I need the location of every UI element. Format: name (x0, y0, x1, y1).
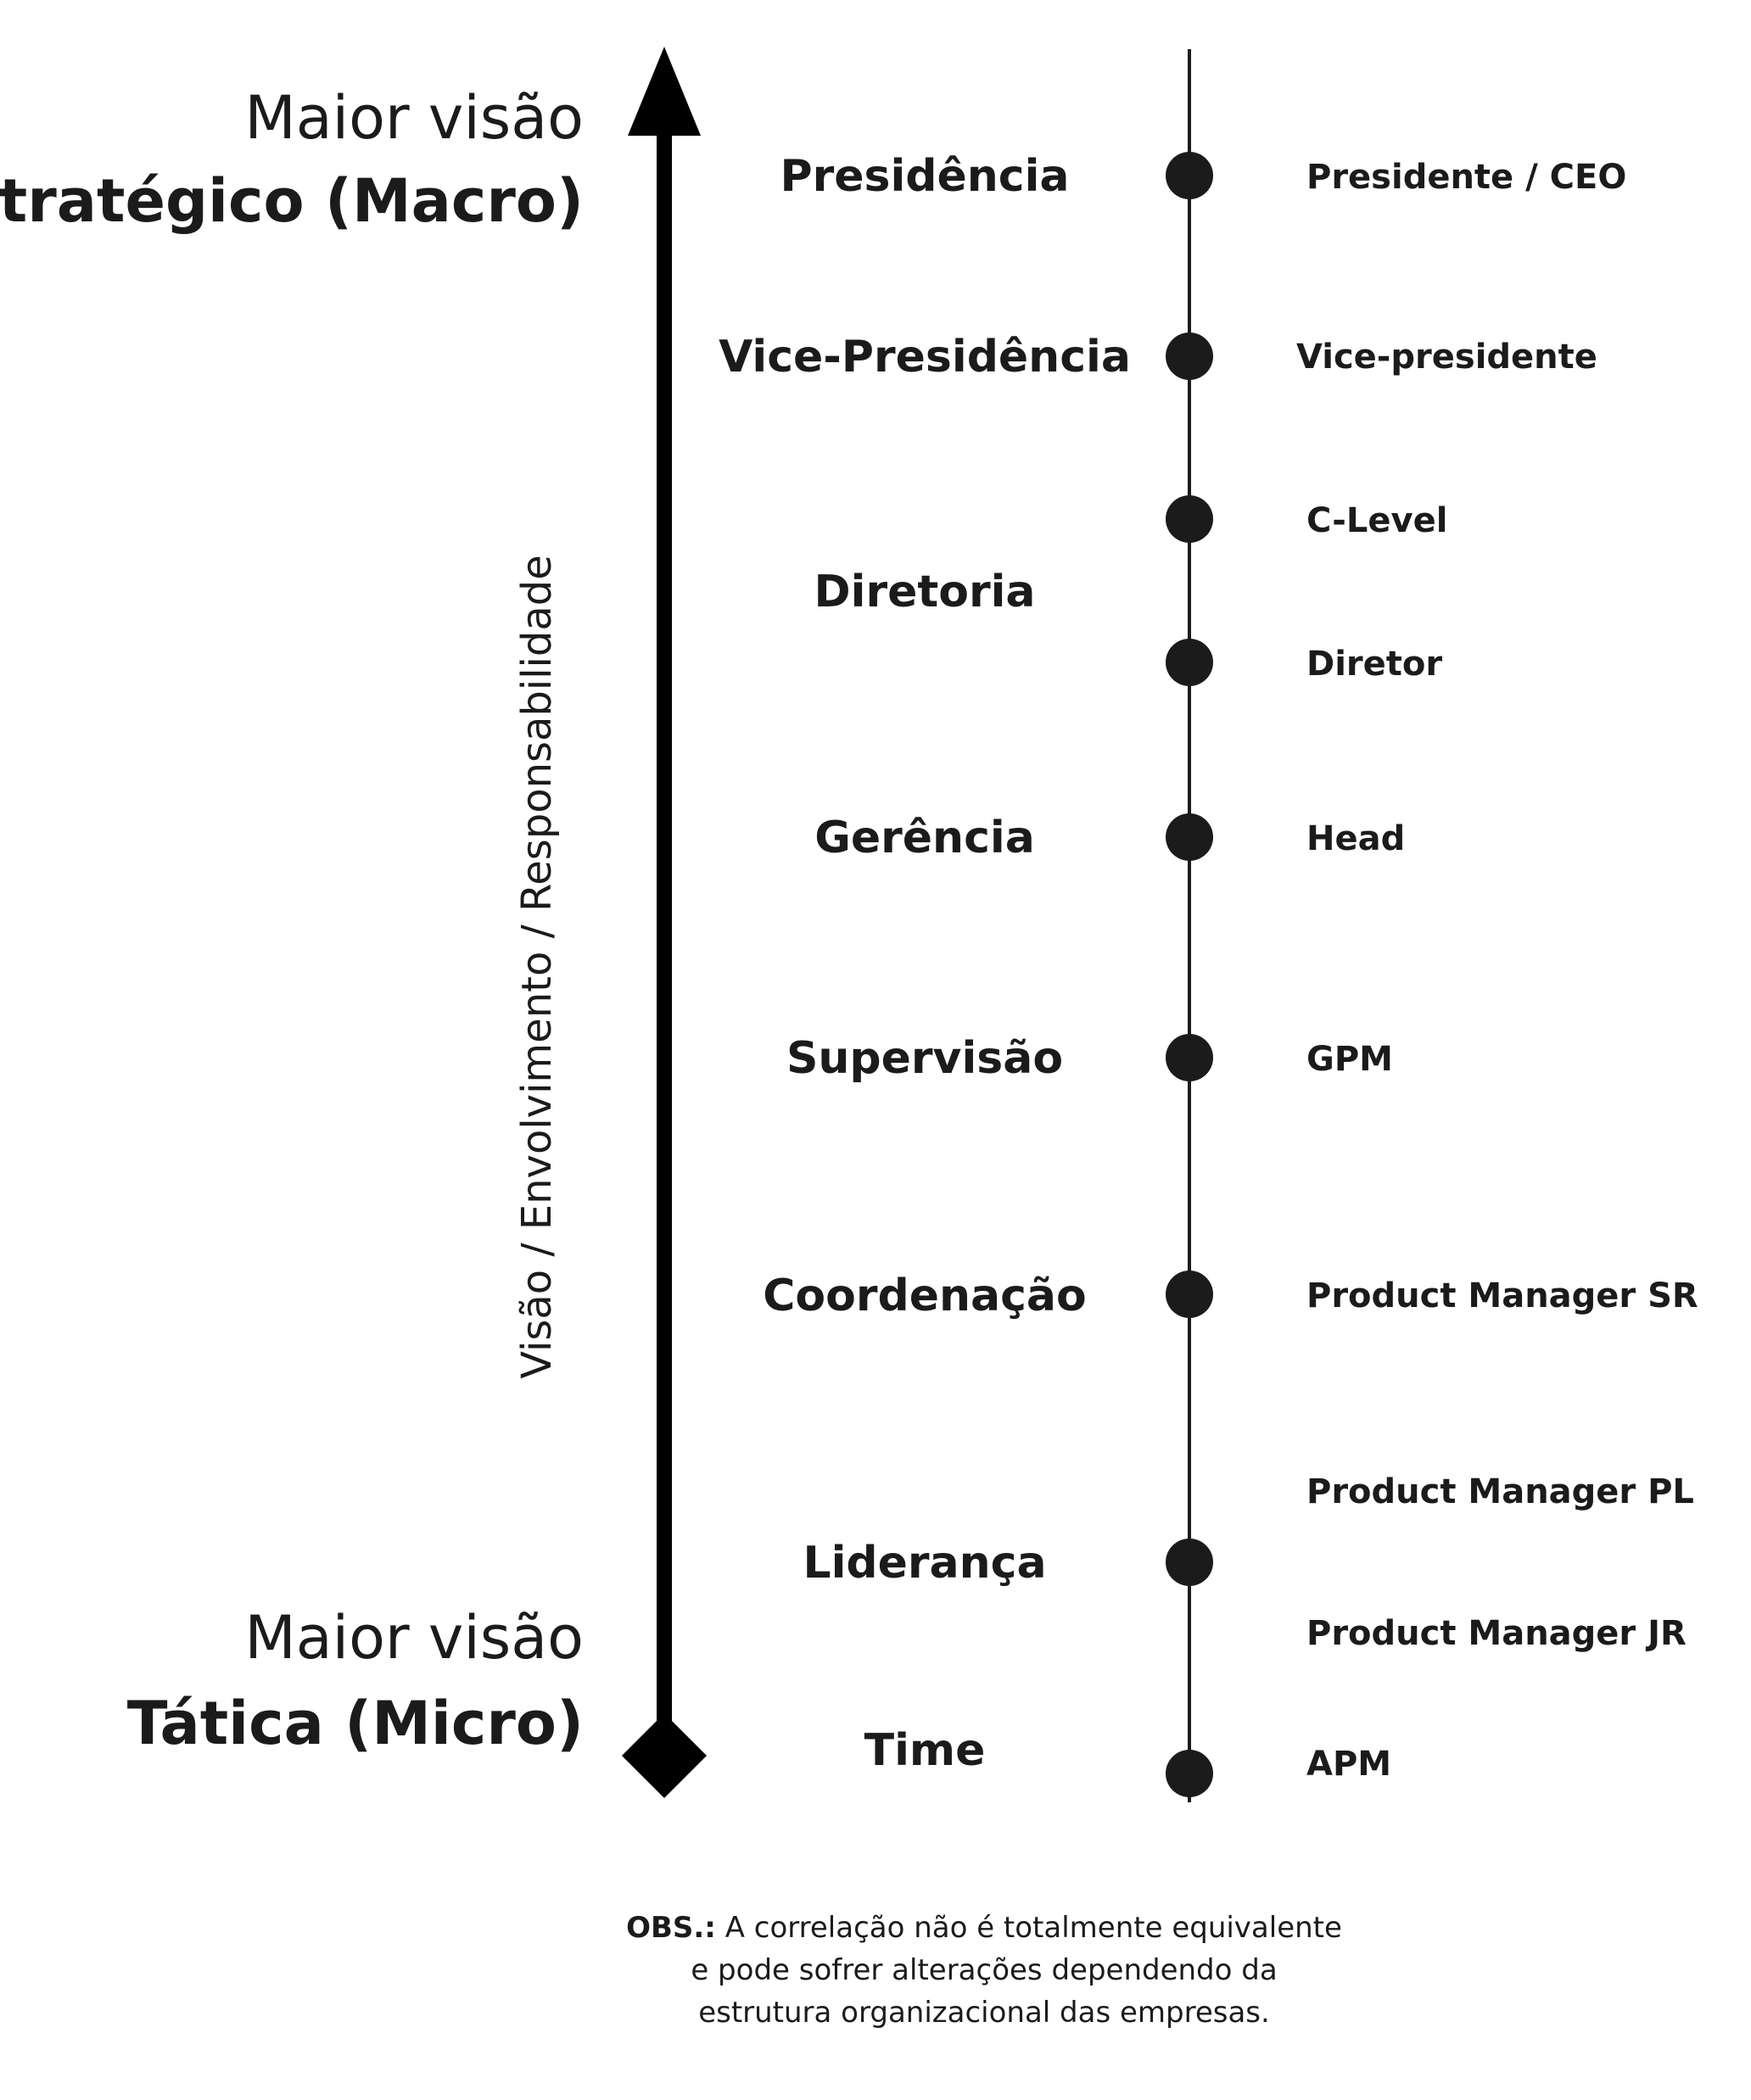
role-apm: APM (1306, 1745, 1392, 1784)
role-head: Head (1306, 819, 1406, 858)
footnote-line3: estrutura organizacional das empresas. (698, 1996, 1270, 2030)
role-diretor: Diretor (1306, 645, 1443, 684)
level-presidencia: Presidência (780, 151, 1070, 202)
level-supervisao: Supervisão (786, 1033, 1064, 1084)
axis-arrowhead-up (628, 47, 701, 136)
top-side-line1: Maior visão (244, 83, 584, 153)
level-lideranca: Liderança (803, 1538, 1047, 1589)
role-gpm: GPM (1306, 1040, 1393, 1079)
role-presidente-ceo: Presidente / CEO (1306, 158, 1627, 197)
role-product-manager-jr: Product Manager JR (1306, 1614, 1687, 1653)
timeline-dot-head (1166, 813, 1213, 861)
role-product-manager-sr: Product Manager SR (1306, 1276, 1698, 1315)
role-product-manager-pl: Product Manager PL (1306, 1472, 1694, 1511)
timeline-dot-apm (1166, 1750, 1213, 1797)
timeline-dot-lideranca (1166, 1539, 1213, 1586)
footnote-line1-text: A correlação não é totalmente equivalent… (715, 1911, 1342, 1945)
timeline-dot-vice-presidente (1166, 332, 1213, 380)
timeline-dot-gpm (1166, 1034, 1213, 1081)
timeline-dot-diretor (1166, 639, 1213, 686)
timeline-dot-pm-sr (1166, 1271, 1213, 1318)
footnote-line1: OBS.: A correlação não é totalmente equi… (626, 1907, 1342, 1949)
top-side-line2: Estratégico (Macro) (0, 166, 584, 236)
level-gerencia: Gerência (814, 813, 1035, 863)
footnote: OBS.: A correlação não é totalmente equi… (626, 1907, 1342, 2034)
bottom-side-line1: Maior visão (244, 1603, 584, 1673)
timeline-dot-presidente (1166, 152, 1213, 199)
level-vice-presidencia: Vice-Presidência (719, 332, 1131, 383)
footnote-prefix: OBS.: (626, 1911, 716, 1945)
axis-label: Visão / Envolvimento / Responsabilidade (513, 555, 561, 1379)
footnote-line2: e pode sofrer alterações dependendo da (691, 1953, 1278, 1987)
bottom-side-line2: Tática (Micro) (126, 1689, 584, 1758)
level-time: Time (864, 1725, 986, 1776)
axis-diamond-end (622, 1713, 707, 1798)
level-diretoria: Diretoria (814, 567, 1036, 617)
timeline-dot-c-level (1166, 495, 1213, 543)
role-c-level: C-Level (1306, 501, 1448, 540)
role-vice-presidente: Vice-presidente (1296, 338, 1597, 377)
level-coordenacao: Coordenação (763, 1271, 1087, 1321)
